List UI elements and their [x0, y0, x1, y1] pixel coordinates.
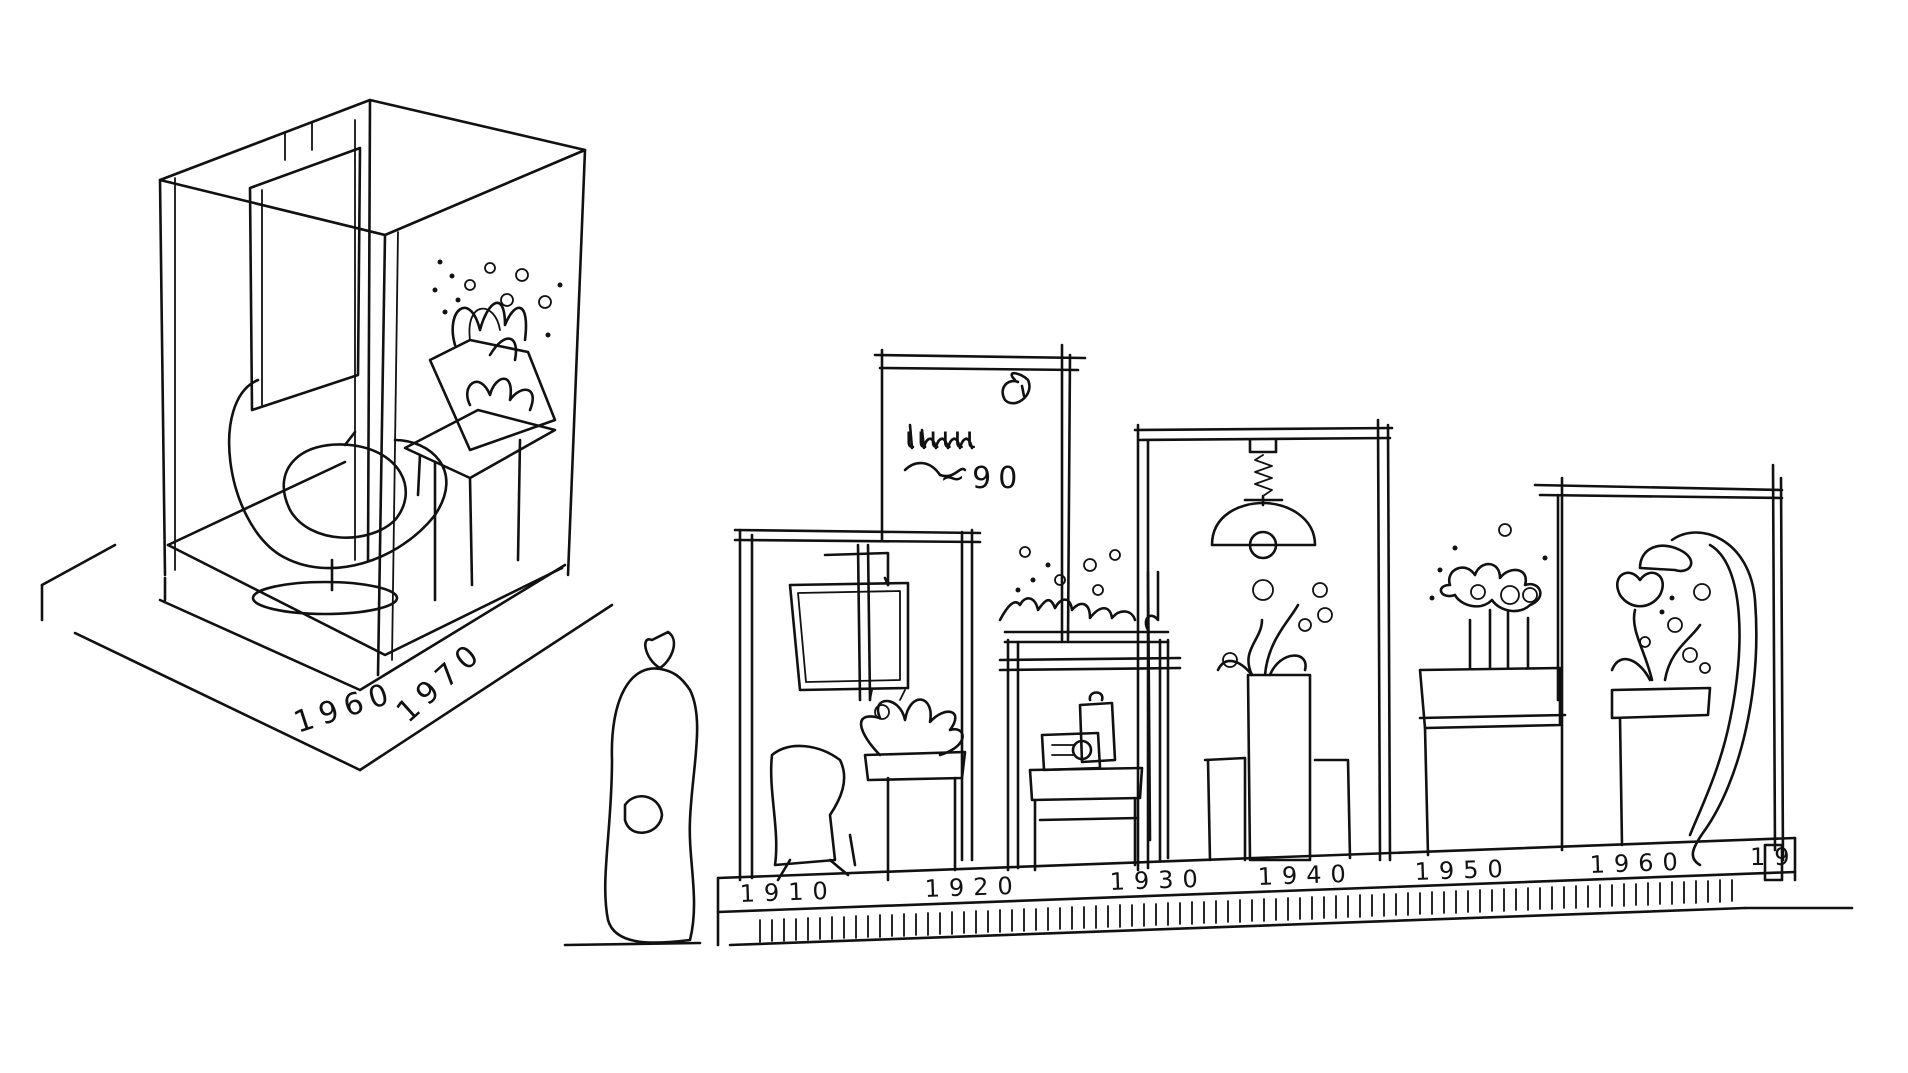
iso-egg-chair [227, 378, 448, 616]
iso-plant-arrangement [428, 259, 563, 452]
bay-1920-scribble-number: ~90 [940, 461, 1024, 496]
iso-glass-box [158, 98, 587, 677]
bay-1960 [1533, 463, 1785, 882]
iso-year-label-left: 1960 [290, 675, 400, 741]
bay-1920: ~90 [873, 343, 1087, 642]
decade-label-1950: 1950 [1414, 855, 1512, 886]
decade-label-1960: 1960 [1589, 848, 1687, 879]
bay-1940 [1133, 418, 1394, 872]
iso-side-table [403, 408, 557, 602]
decade-label-1910: 1910 [739, 877, 837, 908]
decade-label-1920: 1920 [924, 872, 1022, 903]
decade-label-1930: 1930 [1109, 865, 1207, 896]
isometric-display-case: 1960 1970 [40, 98, 614, 772]
bay-1910 [733, 528, 982, 882]
iso-wall-frame [248, 121, 362, 412]
bay-1950 [1418, 523, 1567, 857]
timeline-elevation: ~90 [563, 343, 1854, 947]
iso-year-label-right: 1970 [390, 634, 491, 730]
iso-platform [40, 543, 614, 772]
timeline-ground [563, 836, 1854, 947]
bay-1920-scribble-text: ιιιιιι [905, 421, 978, 456]
decade-label-19-partial: 19 [1750, 843, 1799, 871]
bay-1930 [998, 546, 1182, 872]
decade-label-1940: 1940 [1257, 860, 1355, 891]
visitor-figure [603, 630, 699, 944]
